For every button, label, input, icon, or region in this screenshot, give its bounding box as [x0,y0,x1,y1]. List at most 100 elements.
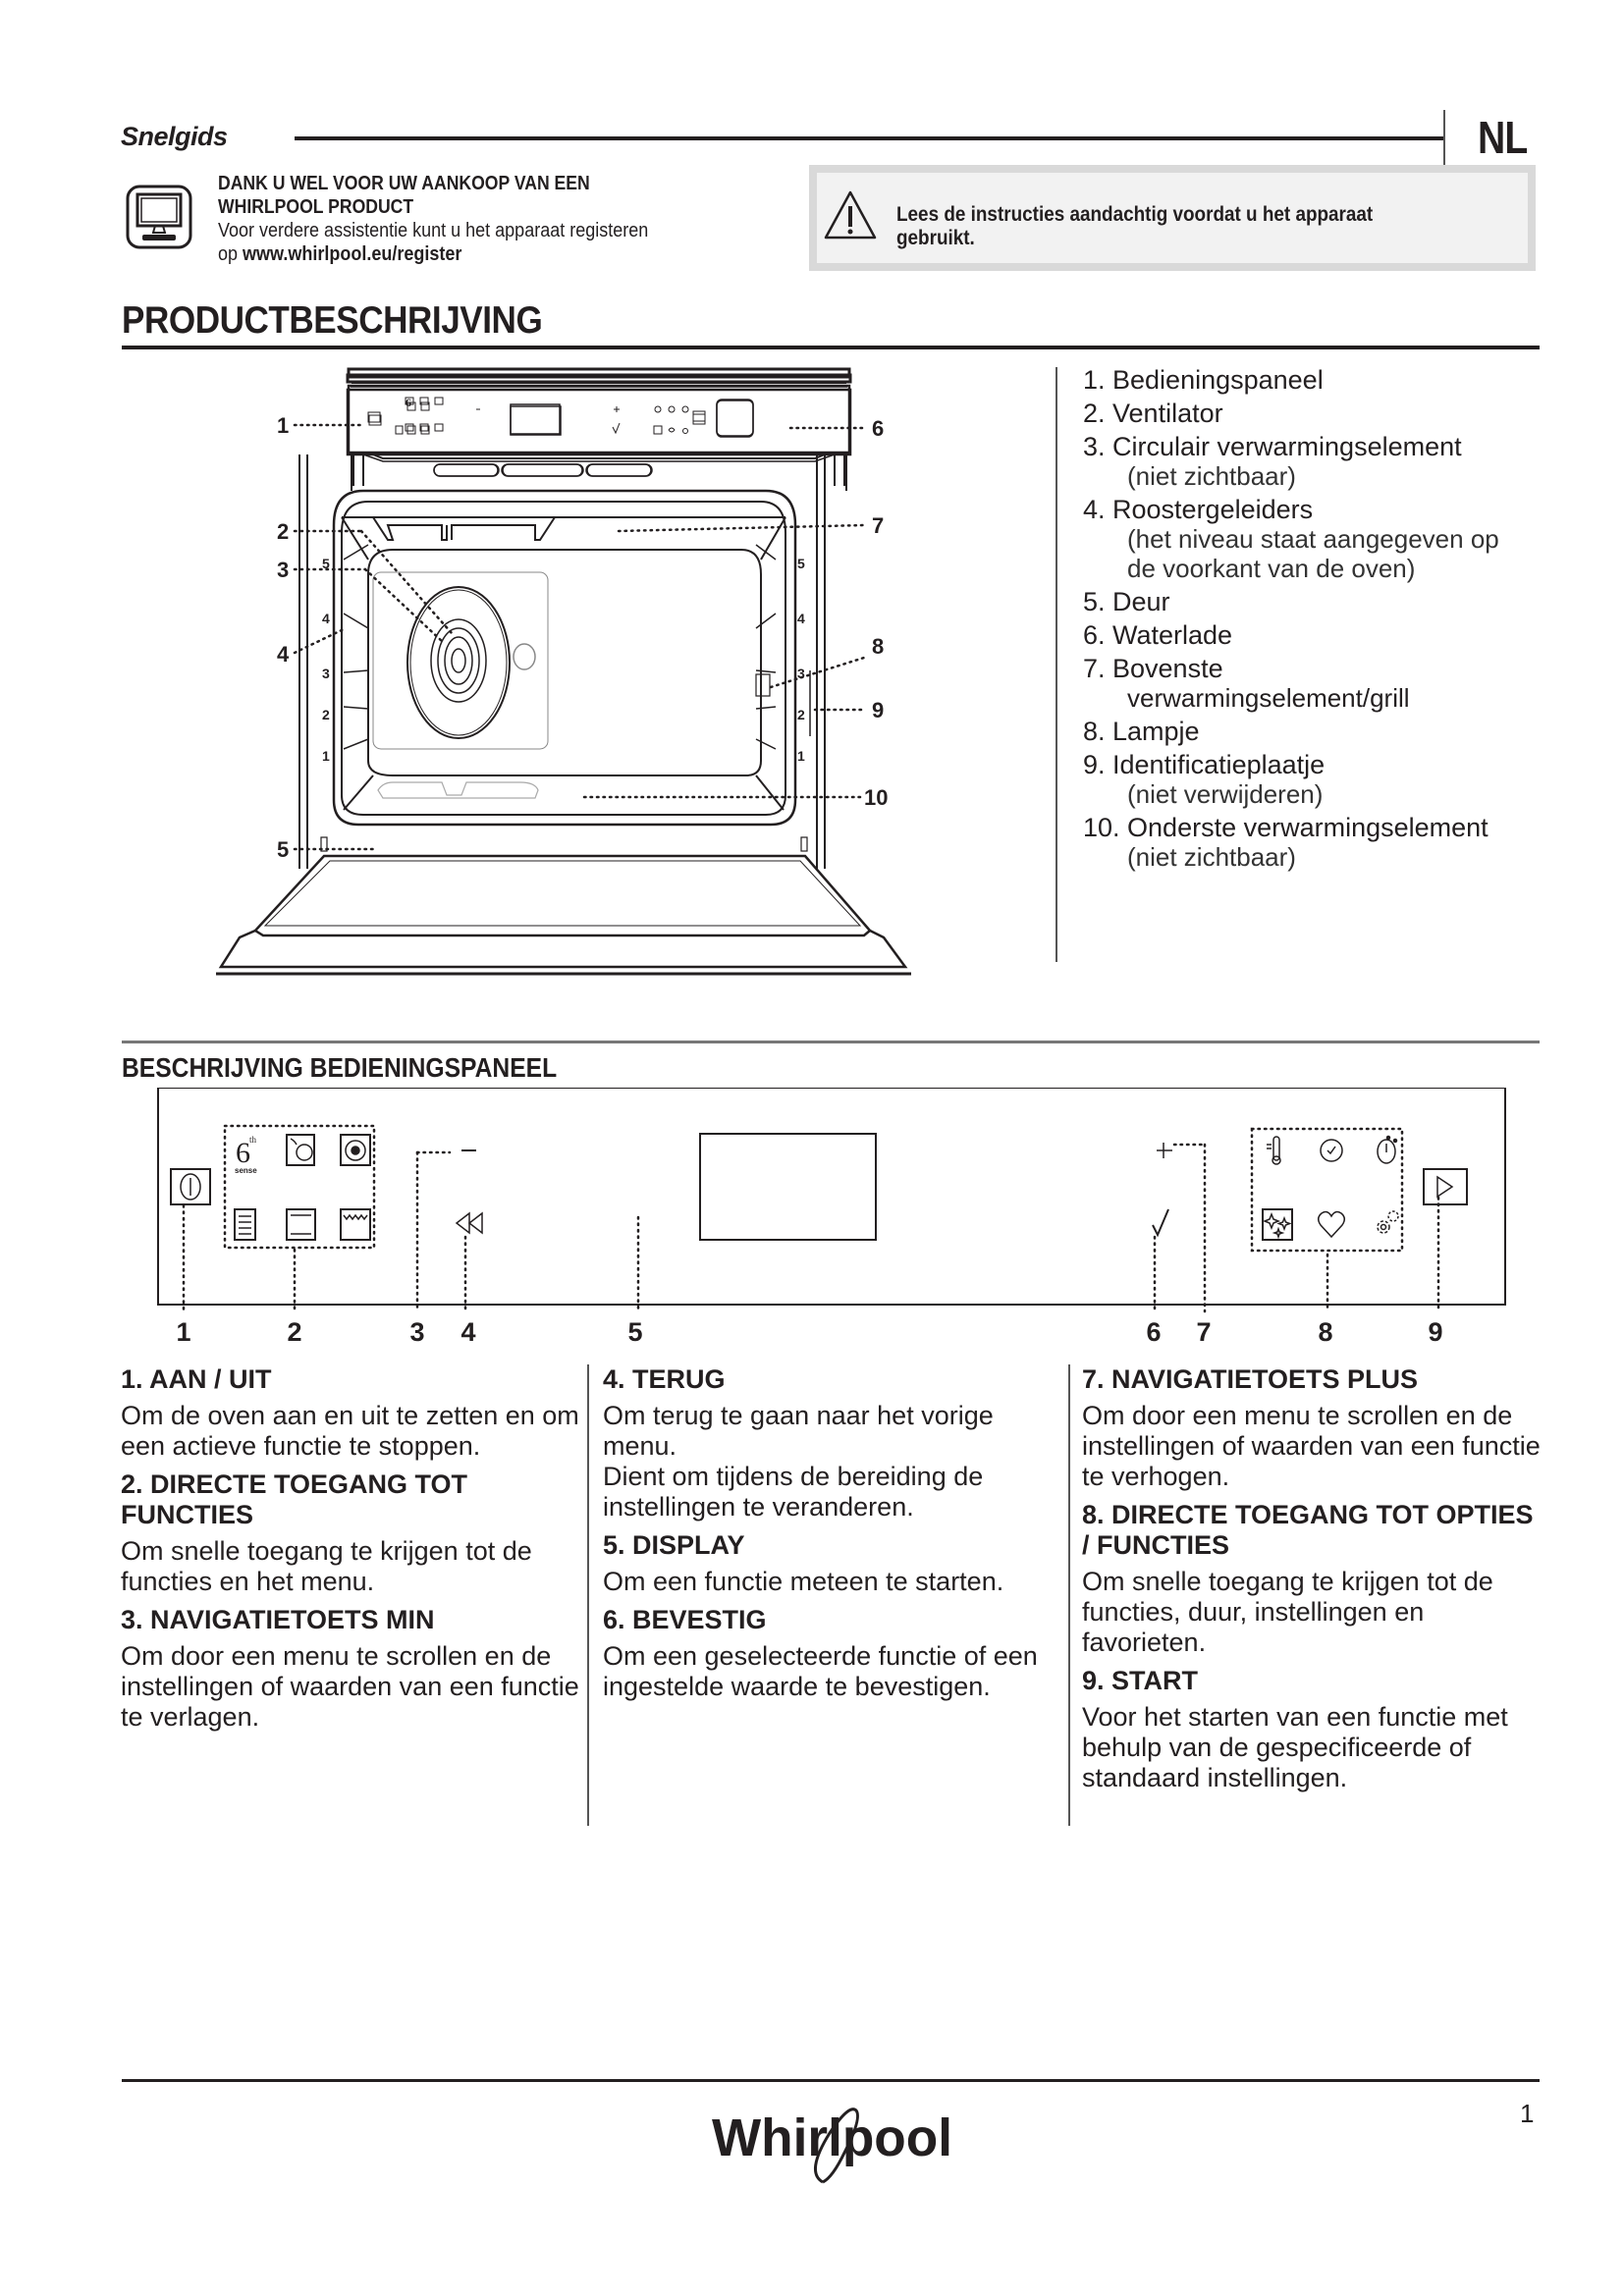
power-icon [170,1168,211,1205]
shelf-level-right-2: 2 [797,707,805,722]
control-panel-diagram: 6 th sense 1 2 3 4 5 6 7 8 9 [157,1088,1506,1347]
oven-callout-4: 4 [277,642,290,667]
play-icon [1423,1168,1468,1205]
oven-callout-9: 9 [872,698,884,722]
column-divider [587,1364,589,1826]
page-number: 1 [1520,2099,1535,2128]
description-text: Om door een menu te scrollen en de inste… [1082,1401,1541,1491]
panel-callout-6: 6 [1146,1317,1161,1347]
plus-icon [1157,1143,1172,1158]
oven-cavity-diagram: 5 4 3 2 1 5 4 3 2 1 [196,454,1001,977]
description-heading: 5. DISPLAY [603,1530,745,1560]
panel-callout-2: 2 [287,1317,301,1347]
legend-divider [1056,367,1057,962]
oven-callout-6: 6 [872,416,884,441]
panel-callout-5: 5 [627,1317,642,1347]
warning-box-inner [817,173,1528,263]
panel-callout-1: 1 [176,1317,190,1347]
description-text: Om door een menu te scrollen en de inste… [121,1641,579,1732]
legend-item: 10. Onderste verwarmingselement(niet zic… [1083,813,1489,872]
warning-line1: Lees de instructies aandachtig voordat u… [896,203,1374,226]
description-text: Om snelle toegang te krijgen tot de func… [121,1536,532,1596]
description-heading: 8. DIRECTE TOEGANG TOT OPTIES / FUNCTIES [1082,1500,1534,1560]
timer-icon [1377,1135,1398,1164]
control-panel-frame [157,1088,1506,1306]
registration-title-line2: WHIRLPOOL PRODUCT [218,196,414,218]
description-column-3: 7. NAVIGATIETOETS PLUS Om door een menu … [1082,1364,1543,1801]
shelf-level-left-5: 5 [322,556,330,571]
shelf-level-left-4: 4 [322,611,330,626]
shelf-level-right-4: 4 [797,611,805,626]
registration-url[interactable]: www.whirlpool.eu/register [243,243,462,265]
oven-sixth-sense-mini: 6 [406,396,411,409]
footer-rule [122,2079,1540,2082]
settings-gears-icon [1377,1210,1399,1234]
warning-triangle-icon [824,190,877,240]
whirlpool-logo: Whirlpool [712,2108,952,2184]
shelf-level-left-1: 1 [322,748,330,764]
legend-item: 1. Bedieningspaneel [1083,365,1324,395]
shelf-level-right-1: 1 [797,748,805,764]
control-panel-title: BESCHRIJVING BEDIENINGSPANEEL [122,1052,558,1083]
legend-item: 3. Circulair verwarmingselement(niet zic… [1083,432,1462,491]
registration-prefix: op [218,243,239,265]
top-bottom-heat-icon [286,1208,316,1241]
language-divider [1443,110,1445,165]
description-column-1: 1. AAN / UIT Om de oven aan en uit te ze… [121,1364,582,1740]
panel-callout-8: 8 [1318,1317,1332,1347]
header-rule [295,136,1443,140]
panel-callout-3: 3 [409,1317,424,1347]
svg-text:Whirlpool: Whirlpool [712,2109,952,2167]
oven-top-trim [347,367,851,379]
warning-text: Lees de instructies aandachtig voordat u… [896,203,1373,250]
description-heading: 6. BEVESTIG [603,1605,767,1634]
oven-top-panel: 6 [346,373,852,491]
description-text: Om de oven aan en uit te zetten en om ee… [121,1401,579,1461]
panel-callout-9: 9 [1428,1317,1442,1347]
description-heading: 2. DIRECTE TOEGANG TOT FUNCTIES [121,1469,468,1529]
product-description-title: PRODUCTBESCHRIJVING [122,299,543,342]
grill-icon [340,1208,371,1241]
shelf-level-right-3: 3 [797,666,805,681]
oven-callout-5: 5 [277,837,289,862]
oven-callouts: 1 2 3 4 5 6 7 8 9 10 [277,413,888,862]
registration-text: Voor verdere assistentie kunt u het appa… [218,220,649,241]
legend-item: 4. Roostergeleiders(het niveau staat aan… [1083,495,1499,583]
panel-callout-7: 7 [1196,1317,1211,1347]
svg-text:th: th [249,1135,257,1145]
shelf-level-left-2: 2 [322,707,330,722]
legend-item: 6. Waterlade [1083,620,1233,650]
description-heading: 1. AAN / UIT [121,1364,272,1394]
oven-callout-2: 2 [277,519,289,544]
legend-item: 2. Ventilator [1083,399,1223,428]
description-heading: 7. NAVIGATIETOETS PLUS [1082,1364,1419,1394]
fan-grill-icon [286,1134,315,1166]
svg-text:6: 6 [236,1137,250,1169]
svg-text:sense: sense [235,1166,257,1175]
shelf-level-left-3: 3 [322,666,330,681]
description-text: Om een geselecteerde functie of een inge… [603,1641,1038,1701]
panel-section-rule [122,1041,1540,1043]
menu-list-icon [234,1208,256,1241]
description-heading: 9. START [1082,1666,1199,1695]
computer-monitor-icon [126,185,192,249]
panel-callout-4: 4 [460,1317,475,1347]
legend-item: 5. Deur [1083,587,1170,616]
clock-icon [1320,1139,1343,1162]
temperature-icon [1267,1136,1281,1165]
legend-item: 8. Lampje [1083,717,1200,746]
display-screen [699,1133,877,1241]
oven-callout-1: 1 [277,413,289,438]
registration-block: DANK U WEL VOOR UW AANKOOP VAN EEN WHIRL… [218,172,768,266]
column-divider [1068,1364,1070,1826]
product-legend: 1. Bedieningspaneel 2. Ventilator 3. Cir… [1083,365,1554,876]
warning-line2: gebruikt. [896,227,975,249]
back-icon [455,1211,483,1235]
description-heading: 4. TERUG [603,1364,726,1394]
legend-item: 9. Identificatieplaatje(niet verwijderen… [1083,750,1326,809]
oven-callout-7: 7 [872,513,884,538]
description-text: Om terug te gaan naar het vorige menu. [603,1401,994,1461]
shelf-level-right-5: 5 [797,556,805,571]
cleaning-sparkle-icon [1262,1208,1293,1241]
fan-icon [340,1134,371,1166]
